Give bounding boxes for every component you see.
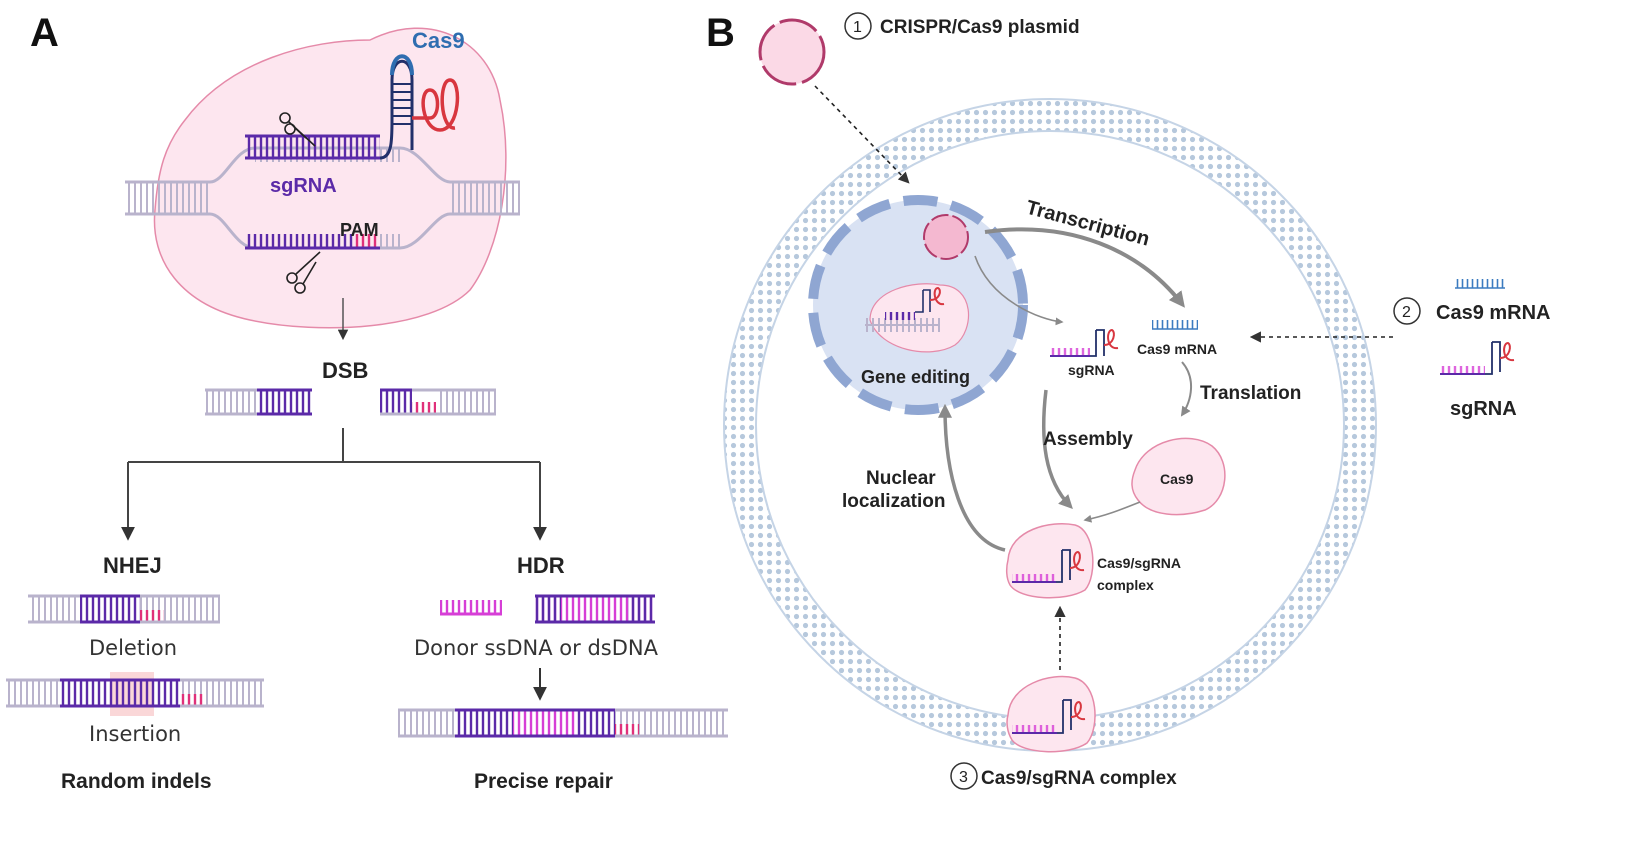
transcription-arrow-sgrna — [974, 255, 1064, 326]
nuclear-plasmid-icon — [923, 214, 969, 260]
step-1-circle — [844, 12, 872, 40]
inner-sgrna-label: sgRNA — [1068, 362, 1115, 378]
inner-sgrna — [1050, 328, 1119, 357]
precise-repair-label: Precise repair — [474, 770, 613, 793]
inner-cas9-mrna-label: Cas9 mRNA — [1137, 341, 1217, 357]
nhej-insertion-dna — [6, 672, 264, 716]
step-2-circle — [1393, 297, 1421, 325]
step-2-number: 2 — [1402, 304, 1411, 321]
panel-b-label: B — [706, 11, 735, 55]
translation-label: Translation — [1200, 383, 1301, 404]
outer-sgrna-label: sgRNA — [1450, 398, 1517, 420]
hdr-repaired-dna — [398, 708, 728, 738]
outer-complex-blob — [1006, 675, 1096, 753]
gene-editing-label: Gene editing — [861, 367, 970, 387]
panel-a-label: A — [30, 11, 59, 55]
deletion-label: Deletion — [89, 636, 177, 660]
donor-dna — [440, 594, 655, 624]
step-3-number: 3 — [959, 769, 968, 786]
mini-cas9-blob — [869, 283, 970, 353]
outer-complex-label: Cas9/sgRNA complex — [981, 768, 1177, 789]
assembly-arrow — [1041, 389, 1073, 510]
random-indels-label: Random indels — [61, 770, 212, 793]
transcription-label: Transcription — [1024, 197, 1152, 251]
transcription-arrow-mrna — [984, 227, 1185, 308]
nuclear-localization-arrow — [938, 403, 1006, 552]
inner-complex-label-1: Cas9/sgRNA — [1097, 555, 1181, 571]
step-1-number: 1 — [853, 19, 862, 36]
sgrna-stem-top — [390, 54, 414, 76]
hdr-label: HDR — [517, 553, 565, 578]
cas9-label: Cas9 — [412, 28, 465, 53]
assembly-label: Assembly — [1043, 429, 1133, 450]
inner-cas9-mrna — [1152, 320, 1198, 329]
pam-label: PAM — [340, 220, 379, 240]
scissors-icon — [279, 112, 316, 147]
cas9-protein — [1131, 437, 1226, 516]
mini-red-loop — [929, 286, 945, 306]
inner-complex-label-2: complex — [1097, 577, 1154, 593]
repair-branch-lines — [121, 428, 547, 541]
outer-sgrna — [1440, 341, 1515, 375]
cas9-protein-blob — [153, 27, 507, 329]
nhej-deletion-dna — [28, 594, 220, 624]
donor-label: Donor ssDNA or dsDNA — [414, 636, 659, 660]
nuclear-envelope — [808, 195, 1028, 415]
cas9-to-complex-arrow — [1083, 501, 1141, 523]
dsb-label: DSB — [322, 358, 368, 383]
dsb-fragments — [205, 388, 496, 416]
translation-arrow — [1180, 361, 1192, 417]
mini-sgrna-hairpin — [915, 289, 931, 313]
sgrna-hairpin-rungs — [392, 83, 412, 125]
insertion-label: Insertion — [89, 722, 181, 746]
inner-complex-sgrna — [1012, 549, 1085, 583]
plasmid-delivery-arrow — [814, 85, 910, 184]
cas9-protein-label: Cas9 — [1160, 471, 1194, 487]
target-dna — [125, 134, 520, 250]
sgrna-red-loop — [412, 78, 460, 132]
nuclear-localization-label-1: Nuclear — [866, 468, 936, 489]
outer-complex-sgrna — [1012, 699, 1086, 734]
sgrna-label: sgRNA — [270, 175, 337, 197]
mini-dna — [865, 312, 940, 332]
outer-cas9-mrna-label: Cas9 mRNA — [1436, 302, 1550, 324]
outer-cas9-mrna — [1455, 279, 1505, 288]
scissors-icon — [286, 251, 321, 294]
plasmid-label: CRISPR/Cas9 plasmid — [880, 17, 1080, 38]
step-3-circle — [950, 762, 978, 790]
plasmid-icon — [758, 18, 826, 86]
nuclear-localization-label-2: localization — [842, 491, 945, 512]
nhej-label: NHEJ — [103, 553, 162, 578]
